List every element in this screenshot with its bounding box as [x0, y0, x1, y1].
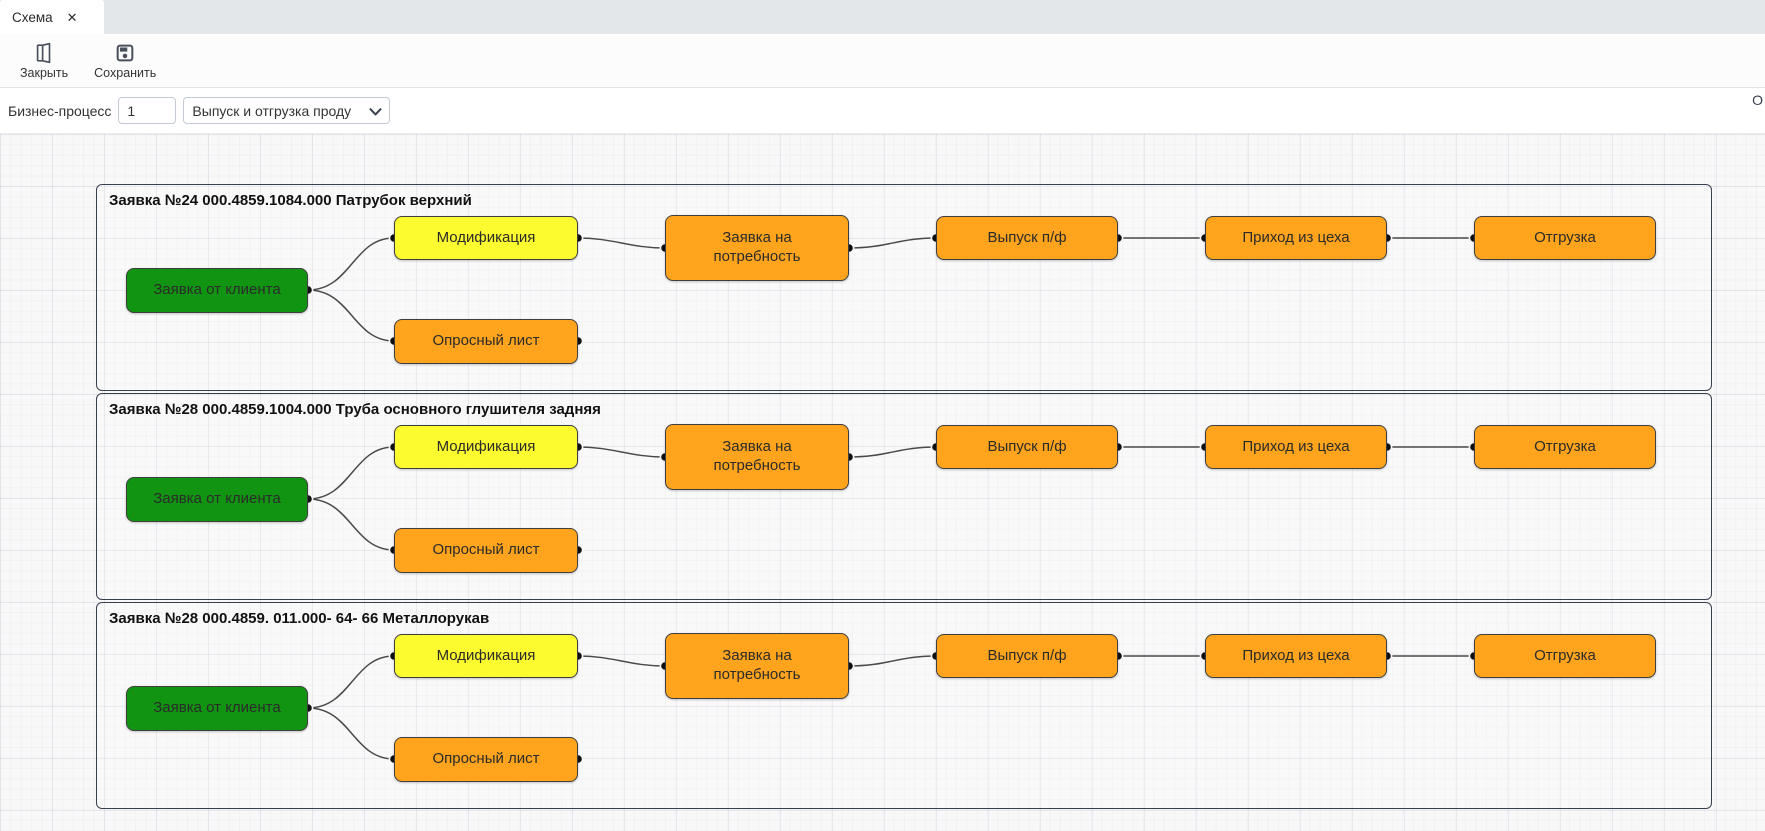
save-button[interactable]: Сохранить — [84, 39, 166, 82]
close-icon[interactable]: ✕ — [66, 9, 78, 25]
connection-edges — [302, 441, 1480, 556]
node-shipment[interactable]: Отгрузка — [1474, 425, 1656, 469]
node-shipment[interactable]: Отгрузка — [1474, 216, 1656, 260]
process-group[interactable]: Заявка №28 000.4859. 011.000- 64- 66 Мет… — [96, 602, 1712, 809]
node-workshop-receipt[interactable]: Приход из цеха — [1205, 216, 1387, 260]
group-title: Заявка №28 000.4859.1004.000 Труба основ… — [109, 401, 601, 418]
close-button[interactable]: Закрыть — [10, 39, 78, 82]
node-workshop-receipt[interactable]: Приход из цеха — [1205, 425, 1387, 469]
process-group[interactable]: Заявка №24 000.4859.1084.000 Патрубок ве… — [96, 184, 1712, 391]
clipped-right-text: O — [1752, 92, 1763, 108]
diagram-canvas[interactable]: Заявка №24 000.4859.1084.000 Патрубок ве… — [0, 134, 1765, 831]
node-workshop-receipt[interactable]: Приход из цеха — [1205, 634, 1387, 678]
process-select-value: Выпуск и отгрузка проду — [192, 102, 352, 119]
group-title: Заявка №24 000.4859.1084.000 Патрубок ве… — [109, 192, 472, 209]
tab-schema-label: Схема — [12, 9, 53, 25]
node-client-request[interactable]: Заявка от клиента — [126, 268, 308, 313]
process-bar: Бизнес-процесс Выпуск и отгрузка проду — [0, 88, 1765, 134]
group-title: Заявка №28 000.4859. 011.000- 64- 66 Мет… — [109, 610, 490, 627]
floppy-disk-icon — [114, 42, 136, 64]
chevron-down-icon — [369, 103, 382, 119]
node-demand-request[interactable]: Заявка на потребность — [665, 633, 849, 699]
process-group[interactable]: Заявка №28 000.4859.1004.000 Труба основ… — [96, 393, 1712, 600]
node-client-request[interactable]: Заявка от клиента — [126, 686, 308, 731]
door-icon — [33, 42, 55, 64]
node-demand-request[interactable]: Заявка на потребность — [665, 215, 849, 281]
connection-edges — [302, 650, 1480, 765]
node-shipment[interactable]: Отгрузка — [1474, 634, 1656, 678]
process-label: Бизнес-процесс — [8, 102, 112, 119]
node-modification[interactable]: Модификация — [394, 216, 578, 260]
tab-bar: Схема ✕ — [0, 0, 1765, 34]
node-questionnaire[interactable]: Опросный лист — [394, 319, 578, 364]
process-select[interactable]: Выпуск и отгрузка проду — [183, 97, 391, 124]
node-semi-finished-output[interactable]: Выпуск п/ф — [936, 634, 1118, 678]
process-number-input[interactable] — [118, 97, 177, 124]
node-semi-finished-output[interactable]: Выпуск п/ф — [936, 425, 1118, 469]
node-questionnaire[interactable]: Опросный лист — [394, 528, 578, 573]
node-demand-request[interactable]: Заявка на потребность — [665, 424, 849, 490]
tab-schema[interactable]: Схема ✕ — [0, 0, 104, 34]
connection-edges — [302, 232, 1480, 347]
toolbar: Закрыть Сохранить O — [0, 34, 1765, 108]
node-modification[interactable]: Модификация — [394, 634, 578, 678]
node-modification[interactable]: Модификация — [394, 425, 578, 469]
save-button-label: Сохранить — [94, 66, 157, 80]
node-questionnaire[interactable]: Опросный лист — [394, 737, 578, 782]
close-button-label: Закрыть — [20, 66, 69, 80]
node-client-request[interactable]: Заявка от клиента — [126, 477, 308, 522]
node-semi-finished-output[interactable]: Выпуск п/ф — [936, 216, 1118, 260]
